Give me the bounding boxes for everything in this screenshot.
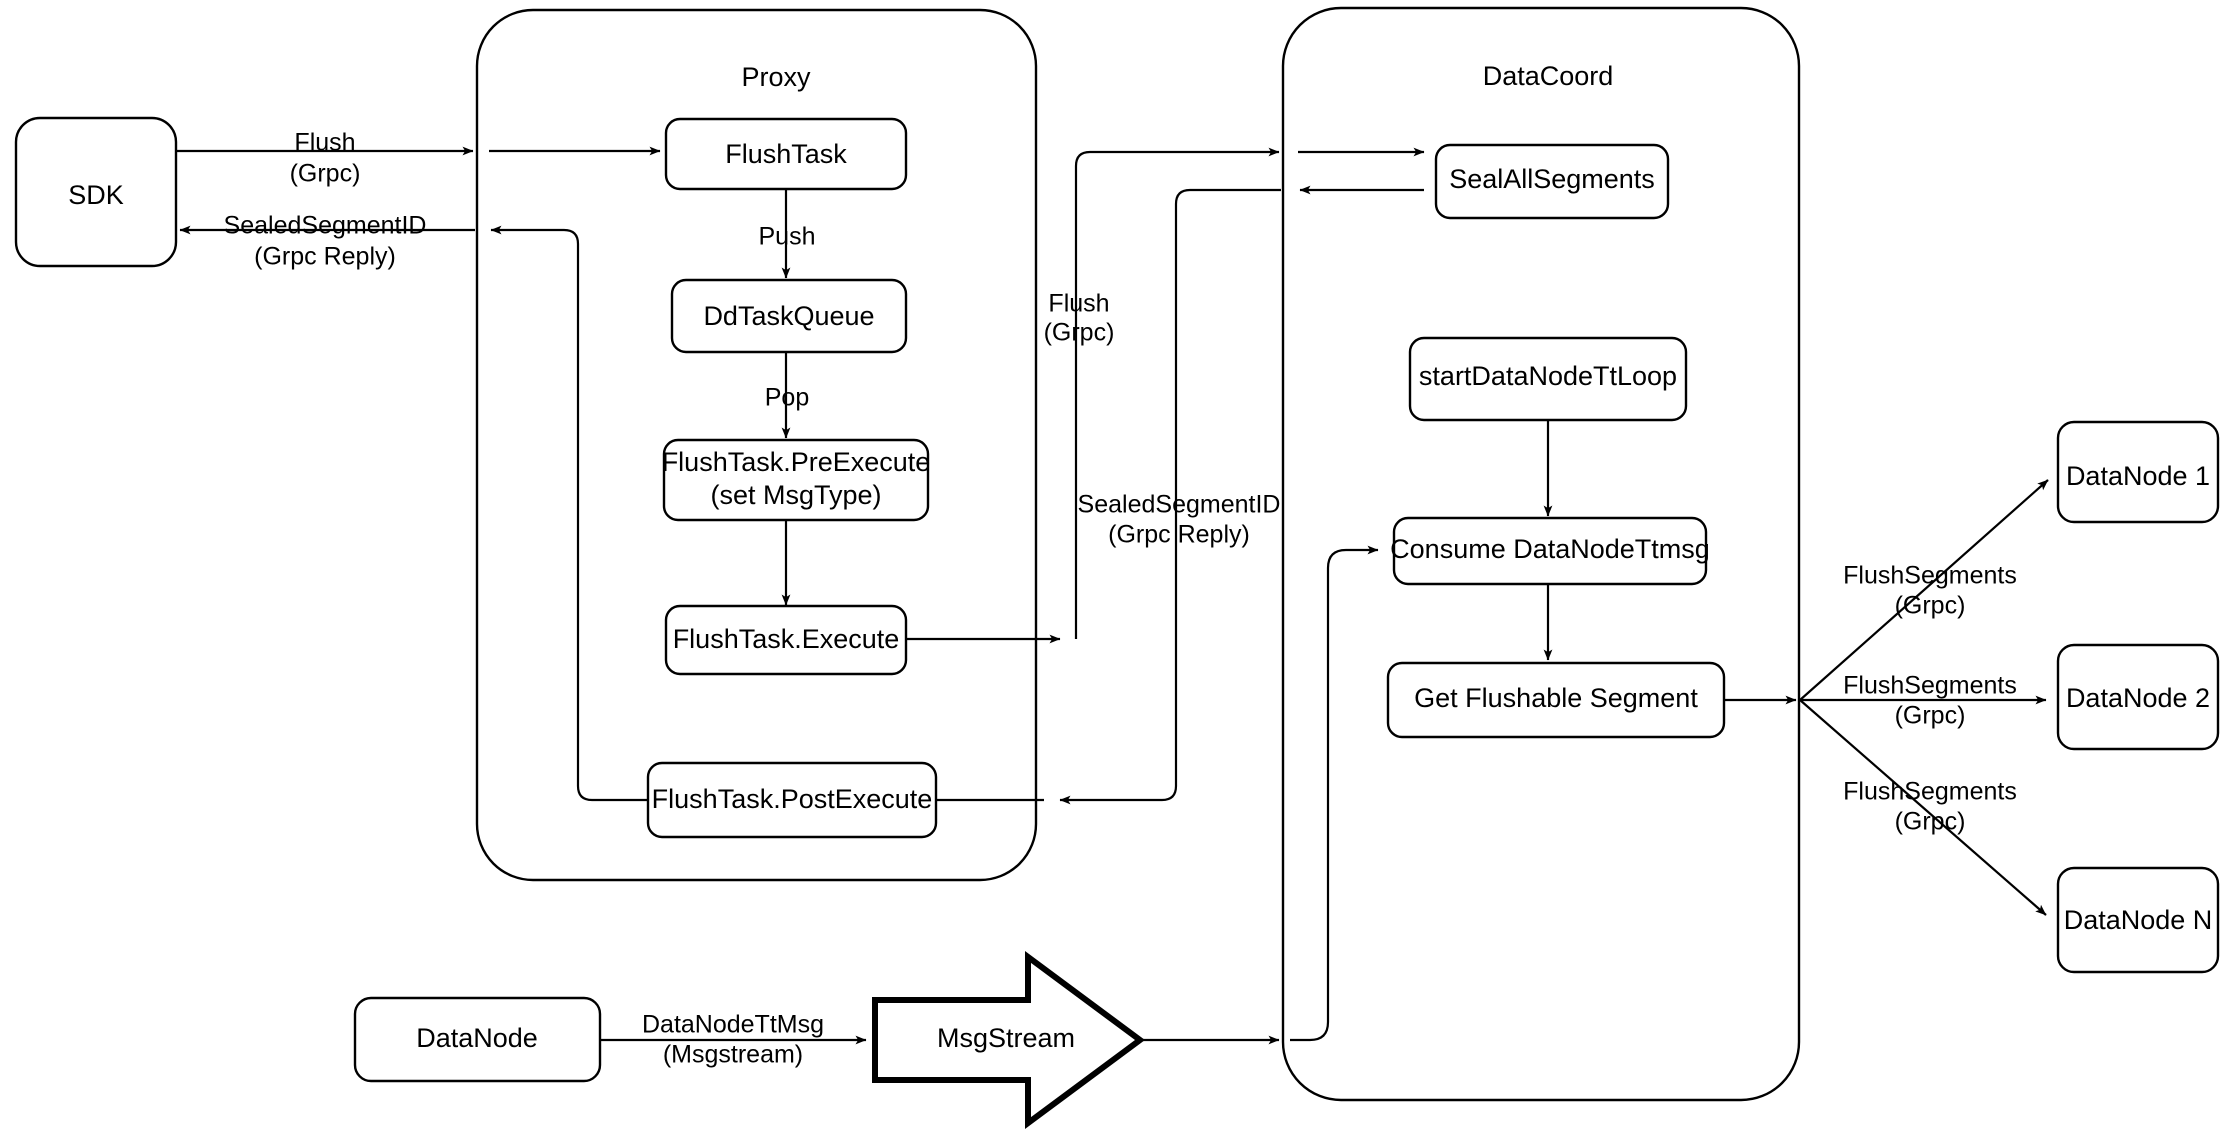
node-datanode-2[interactable]: DataNode 2	[2056, 643, 2220, 751]
node-sealallsegments[interactable]: SealAllSegments	[1434, 143, 1670, 220]
node-sealallsegments-box[interactable]	[1434, 143, 1670, 220]
label-pop: Pop	[765, 384, 809, 412]
node-preexecute-label-line1: FlushTask.PreExecute	[662, 447, 931, 477]
node-preexecute-box[interactable]	[662, 438, 930, 522]
node-consume-datanodettmsg-box[interactable]	[1392, 516, 1708, 586]
label-datanode-ttmsg-line1: DataNodeTtMsg	[642, 1011, 824, 1039]
edge-datacoord-rail-to-consume	[1290, 545, 1379, 1042]
label-flushsegments-n-line1: FlushSegments	[1843, 778, 2017, 806]
node-postexecute[interactable]: FlushTask.PostExecute	[646, 761, 938, 839]
datacoord-container-label: DataCoord	[1483, 61, 1614, 91]
node-datanode-bottom[interactable]: DataNode	[353, 996, 602, 1083]
node-ddtaskqueue-box[interactable]	[670, 278, 908, 354]
node-flushtask-label: FlushTask	[725, 139, 847, 169]
edge-postexecute-to-sdk-rail	[490, 225, 653, 802]
label-flush-grpc-line1: Flush	[294, 129, 355, 157]
node-execute-label: FlushTask.Execute	[673, 624, 900, 654]
label-proxy-to-coord: Flush (Grpc)	[1044, 290, 1115, 347]
label-flushsegments-1-line2: (Grpc)	[1895, 592, 1966, 620]
label-flushsegments-2: FlushSegments (Grpc)	[1843, 672, 2017, 730]
node-datanode-2-label: DataNode 2	[2066, 683, 2210, 713]
label-datanode-ttmsg-line2: (Msgstream)	[663, 1041, 803, 1069]
node-flushtask[interactable]: FlushTask	[664, 117, 908, 191]
label-datanode-ttmsg: DataNodeTtMsg (Msgstream)	[642, 1011, 824, 1069]
node-datanode-1-label: DataNode 1	[2066, 461, 2210, 491]
node-getflushablesegment-label: Get Flushable Segment	[1414, 683, 1698, 713]
label-sdk-to-proxy: Flush (Grpc)	[290, 129, 361, 188]
label-sealedsegmentid-line1: SealedSegmentID	[224, 212, 427, 240]
node-sdk-box[interactable]	[14, 116, 178, 268]
label-sealedsegmentid-reply-line1: SealedSegmentID	[1078, 491, 1281, 519]
node-startdatanodettloop-box[interactable]	[1408, 336, 1688, 422]
node-msgstream-label: MsgStream	[937, 1023, 1075, 1053]
label-flushsegments-n: FlushSegments (Grpc)	[1843, 778, 2017, 836]
label-push: Push	[759, 223, 816, 251]
node-datanode-1-box[interactable]	[2056, 420, 2220, 524]
label-flushsegments-1: FlushSegments (Grpc)	[1843, 562, 2017, 620]
proxy-container-label: Proxy	[741, 62, 811, 92]
node-datanode-2-box[interactable]	[2056, 643, 2220, 751]
node-execute-box[interactable]	[664, 604, 908, 676]
label-flushsegments-2-line2: (Grpc)	[1895, 702, 1966, 730]
edge-fanout-to-datanode1	[1799, 479, 2049, 701]
label-flushsegments-2-line1: FlushSegments	[1843, 672, 2017, 700]
edge-sealedsegmentid-reply-rail	[1059, 188, 1281, 805]
node-datanode-n-label: DataNode N	[2064, 905, 2213, 935]
node-sealallsegments-label: SealAllSegments	[1449, 164, 1655, 194]
node-flushtask-box[interactable]	[664, 117, 908, 191]
node-preexecute-label-line2: (set MsgType)	[710, 480, 881, 510]
node-consume-datanodettmsg[interactable]: Consume DataNodeTtmsg	[1390, 516, 1710, 586]
label-proxy-to-sdk: SealedSegmentID (Grpc Reply)	[224, 212, 427, 271]
node-startdatanodettloop-label: startDataNodeTtLoop	[1419, 361, 1677, 391]
node-datanode-1[interactable]: DataNode 1	[2056, 420, 2220, 524]
node-getflushablesegment[interactable]: Get Flushable Segment	[1386, 661, 1726, 739]
edge-flush-grpc-rail	[1074, 147, 1280, 639]
node-execute[interactable]: FlushTask.Execute	[664, 604, 908, 676]
node-postexecute-label: FlushTask.PostExecute	[652, 784, 933, 814]
node-datanode-bottom-box[interactable]	[353, 996, 602, 1083]
node-ddtaskqueue[interactable]: DdTaskQueue	[670, 278, 908, 354]
node-datanode-bottom-label: DataNode	[416, 1023, 538, 1053]
label-flushsegments-1-line1: FlushSegments	[1843, 562, 2017, 590]
label-flush-coord-line2: (Grpc)	[1044, 319, 1115, 347]
label-flushsegments-n-line2: (Grpc)	[1895, 808, 1966, 836]
node-msgstream[interactable]: MsgStream	[872, 951, 1146, 1129]
node-postexecute-box[interactable]	[646, 761, 938, 839]
node-preexecute[interactable]: FlushTask.PreExecute (set MsgType)	[662, 438, 931, 522]
node-consume-datanodettmsg-label: Consume DataNodeTtmsg	[1390, 534, 1710, 564]
node-getflushablesegment-box[interactable]	[1386, 661, 1726, 739]
node-msgstream-shape[interactable]	[872, 951, 1146, 1129]
label-flush-grpc-line2: (Grpc)	[290, 160, 361, 188]
label-sealedsegmentid-line2: (Grpc Reply)	[254, 243, 396, 271]
node-sdk[interactable]: SDK	[14, 116, 178, 268]
edge-fanout-to-datanoden	[1799, 699, 2047, 916]
node-datanode-n[interactable]: DataNode N	[2056, 866, 2220, 974]
node-datanode-n-box[interactable]	[2056, 866, 2220, 974]
node-ddtaskqueue-label: DdTaskQueue	[703, 301, 874, 331]
label-sealedsegmentid-reply-line2: (Grpc Reply)	[1108, 521, 1250, 549]
label-coord-to-proxy: SealedSegmentID (Grpc Reply)	[1078, 491, 1281, 549]
label-flush-coord-line1: Flush	[1048, 290, 1109, 318]
node-sdk-label: SDK	[68, 180, 124, 210]
node-startdatanodettloop[interactable]: startDataNodeTtLoop	[1408, 336, 1688, 422]
